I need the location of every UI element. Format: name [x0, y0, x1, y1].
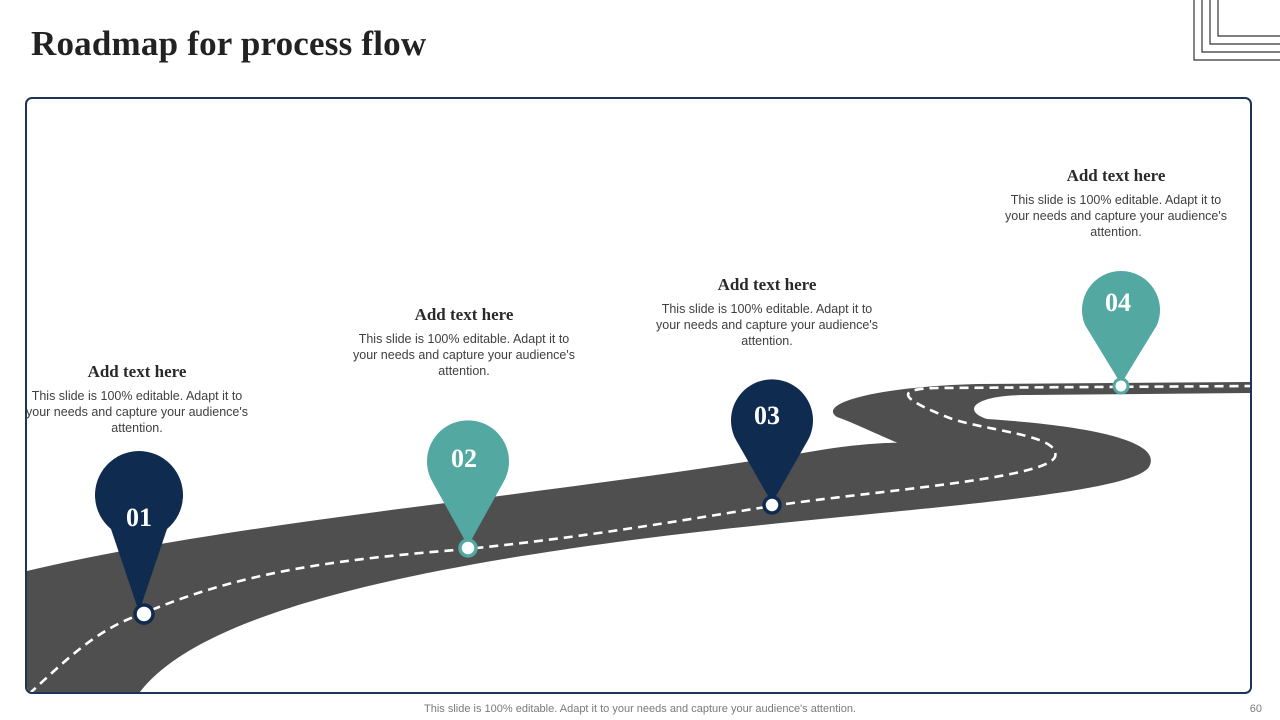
pin-04-marker	[1082, 271, 1160, 395]
pin-03-marker	[731, 379, 813, 515]
content-frame: 01 02 03 04	[25, 97, 1252, 694]
milestone-03-text: Add text here This slide is 100% editabl…	[652, 275, 882, 349]
milestone-01-text: Add text here This slide is 100% editabl…	[22, 362, 252, 436]
milestone-02-text: Add text here This slide is 100% editabl…	[349, 305, 579, 379]
pin-04-number: 04	[1105, 288, 1131, 317]
milestone-04-text: Add text here This slide is 100% editabl…	[1001, 166, 1231, 240]
road-shape	[27, 382, 1250, 692]
milestone-03-heading: Add text here	[717, 275, 817, 294]
milestone-04-body: This slide is 100% editable. Adapt it to…	[1005, 193, 1227, 239]
milestone-01-body: This slide is 100% editable. Adapt it to…	[26, 389, 248, 435]
milestone-02-heading: Add text here	[414, 305, 514, 324]
milestone-04-heading: Add text here	[1066, 166, 1166, 185]
slide-title: Roadmap for process flow	[31, 24, 427, 63]
pin-01-number: 01	[126, 503, 152, 532]
corner-lines-decoration	[1193, 0, 1280, 61]
footer-note: This slide is 100% editable. Adapt it to…	[424, 703, 856, 715]
milestone-03-body: This slide is 100% editable. Adapt it to…	[656, 302, 878, 348]
pin-02-number: 02	[451, 444, 477, 473]
road-center-dashes	[29, 384, 1250, 692]
pin-03-number: 03	[754, 401, 780, 430]
page-number: 60	[1249, 703, 1262, 715]
pin-02-marker	[426, 420, 509, 558]
milestone-02-body: This slide is 100% editable. Adapt it to…	[353, 332, 575, 378]
milestone-01-heading: Add text here	[87, 362, 187, 381]
pin-01-marker	[95, 451, 183, 625]
road-graphic	[27, 271, 1250, 692]
